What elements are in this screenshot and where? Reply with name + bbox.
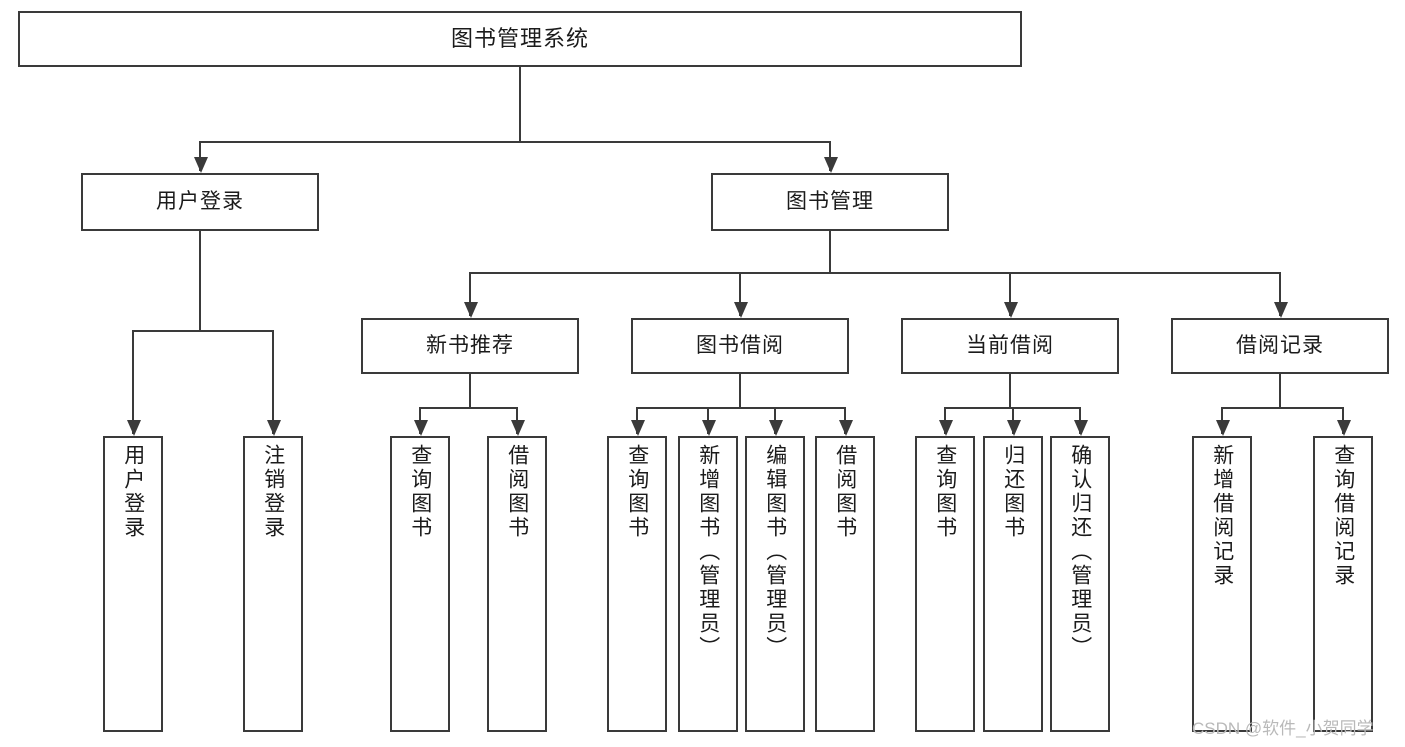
- node-label: 查询借阅记录: [1331, 444, 1355, 588]
- node-leaf-user-logout[interactable]: 注销登录: [243, 436, 303, 732]
- node-borrow-record[interactable]: 借阅记录: [1171, 318, 1389, 374]
- node-label: 新增借阅记录: [1210, 444, 1234, 588]
- connector-arrowhead: [1004, 302, 1018, 318]
- node-label: 借阅记录: [1236, 333, 1324, 357]
- node-leaf-query-book-3[interactable]: 查询图书: [915, 436, 975, 732]
- connector-arrowhead: [127, 420, 141, 436]
- connector-vertical: [272, 330, 274, 434]
- connector-arrowhead: [267, 420, 281, 436]
- watermark-text: CSDN @软件_小贺同学: [1192, 719, 1374, 738]
- connector-horizontal: [199, 141, 831, 143]
- connector-arrowhead: [414, 420, 428, 436]
- node-label: 查询图书: [408, 444, 432, 540]
- node-label: 新增图书（管理员）: [696, 444, 720, 660]
- connector-vertical: [132, 330, 134, 434]
- connector-arrowhead: [1337, 420, 1351, 436]
- connector-arrowhead: [824, 157, 838, 173]
- connector-vertical: [829, 141, 831, 171]
- connector-horizontal: [1221, 407, 1344, 409]
- node-leaf-edit-book[interactable]: 编辑图书（管理员）: [745, 436, 805, 732]
- connector-arrowhead: [939, 420, 953, 436]
- connector-vertical: [829, 231, 831, 272]
- node-label: 确认归还（管理员）: [1068, 444, 1092, 660]
- node-leaf-query-record[interactable]: 查询借阅记录: [1313, 436, 1373, 732]
- node-root-system[interactable]: 图书管理系统: [18, 11, 1022, 67]
- node-new-book-recommend[interactable]: 新书推荐: [361, 318, 579, 374]
- connector-vertical: [519, 67, 521, 141]
- connector-vertical: [199, 141, 201, 171]
- connector-horizontal: [419, 407, 518, 409]
- node-leaf-add-record[interactable]: 新增借阅记录: [1192, 436, 1252, 732]
- node-user-login[interactable]: 用户登录: [81, 173, 319, 231]
- node-book-manage[interactable]: 图书管理: [711, 173, 949, 231]
- connector-vertical: [469, 374, 471, 407]
- connector-arrowhead: [194, 157, 208, 173]
- connector-arrowhead: [1074, 420, 1088, 436]
- node-leaf-query-book-1[interactable]: 查询图书: [390, 436, 450, 732]
- connector-arrowhead: [769, 420, 783, 436]
- node-leaf-add-book[interactable]: 新增图书（管理员）: [678, 436, 738, 732]
- node-label: 新书推荐: [426, 333, 514, 357]
- node-label: 归还图书: [1001, 444, 1025, 540]
- connector-horizontal: [636, 407, 846, 409]
- node-book-borrow[interactable]: 图书借阅: [631, 318, 849, 374]
- connector-vertical: [469, 272, 471, 316]
- connector-vertical: [199, 231, 201, 330]
- connector-arrowhead: [734, 302, 748, 318]
- connector-arrowhead: [702, 420, 716, 436]
- node-label: 注销登录: [261, 444, 285, 540]
- connector-arrowhead: [1007, 420, 1021, 436]
- connector-horizontal: [469, 272, 1281, 274]
- node-label: 当前借阅: [966, 333, 1054, 357]
- connector-arrowhead: [1216, 420, 1230, 436]
- node-label: 借阅图书: [833, 444, 857, 540]
- connector-arrowhead: [631, 420, 645, 436]
- node-label: 借阅图书: [505, 444, 529, 540]
- node-label: 图书借阅: [696, 333, 784, 357]
- node-label: 编辑图书（管理员）: [763, 444, 787, 660]
- node-leaf-query-book-2[interactable]: 查询图书: [607, 436, 667, 732]
- connector-vertical: [1009, 272, 1011, 316]
- node-leaf-user-login[interactable]: 用户登录: [103, 436, 163, 732]
- connector-arrowhead: [1274, 302, 1288, 318]
- node-current-borrow[interactable]: 当前借阅: [901, 318, 1119, 374]
- connector-vertical: [1279, 374, 1281, 407]
- connector-horizontal: [132, 330, 274, 332]
- connector-vertical: [1009, 374, 1011, 407]
- node-leaf-borrow-book-2[interactable]: 借阅图书: [815, 436, 875, 732]
- node-label: 查询图书: [933, 444, 957, 540]
- connector-vertical: [1279, 272, 1281, 316]
- node-label: 图书管理: [786, 189, 874, 213]
- connector-vertical: [739, 374, 741, 407]
- node-leaf-confirm-return[interactable]: 确认归还（管理员）: [1050, 436, 1110, 732]
- node-label: 用户登录: [121, 444, 145, 540]
- connector-arrowhead: [511, 420, 525, 436]
- node-leaf-return-book[interactable]: 归还图书: [983, 436, 1043, 732]
- connector-arrowhead: [464, 302, 478, 318]
- node-label: 用户登录: [156, 189, 244, 213]
- node-label: 查询图书: [625, 444, 649, 540]
- connector-arrowhead: [839, 420, 853, 436]
- node-label: 图书管理系统: [450, 26, 589, 52]
- node-leaf-borrow-book-1[interactable]: 借阅图书: [487, 436, 547, 732]
- connector-vertical: [739, 272, 741, 316]
